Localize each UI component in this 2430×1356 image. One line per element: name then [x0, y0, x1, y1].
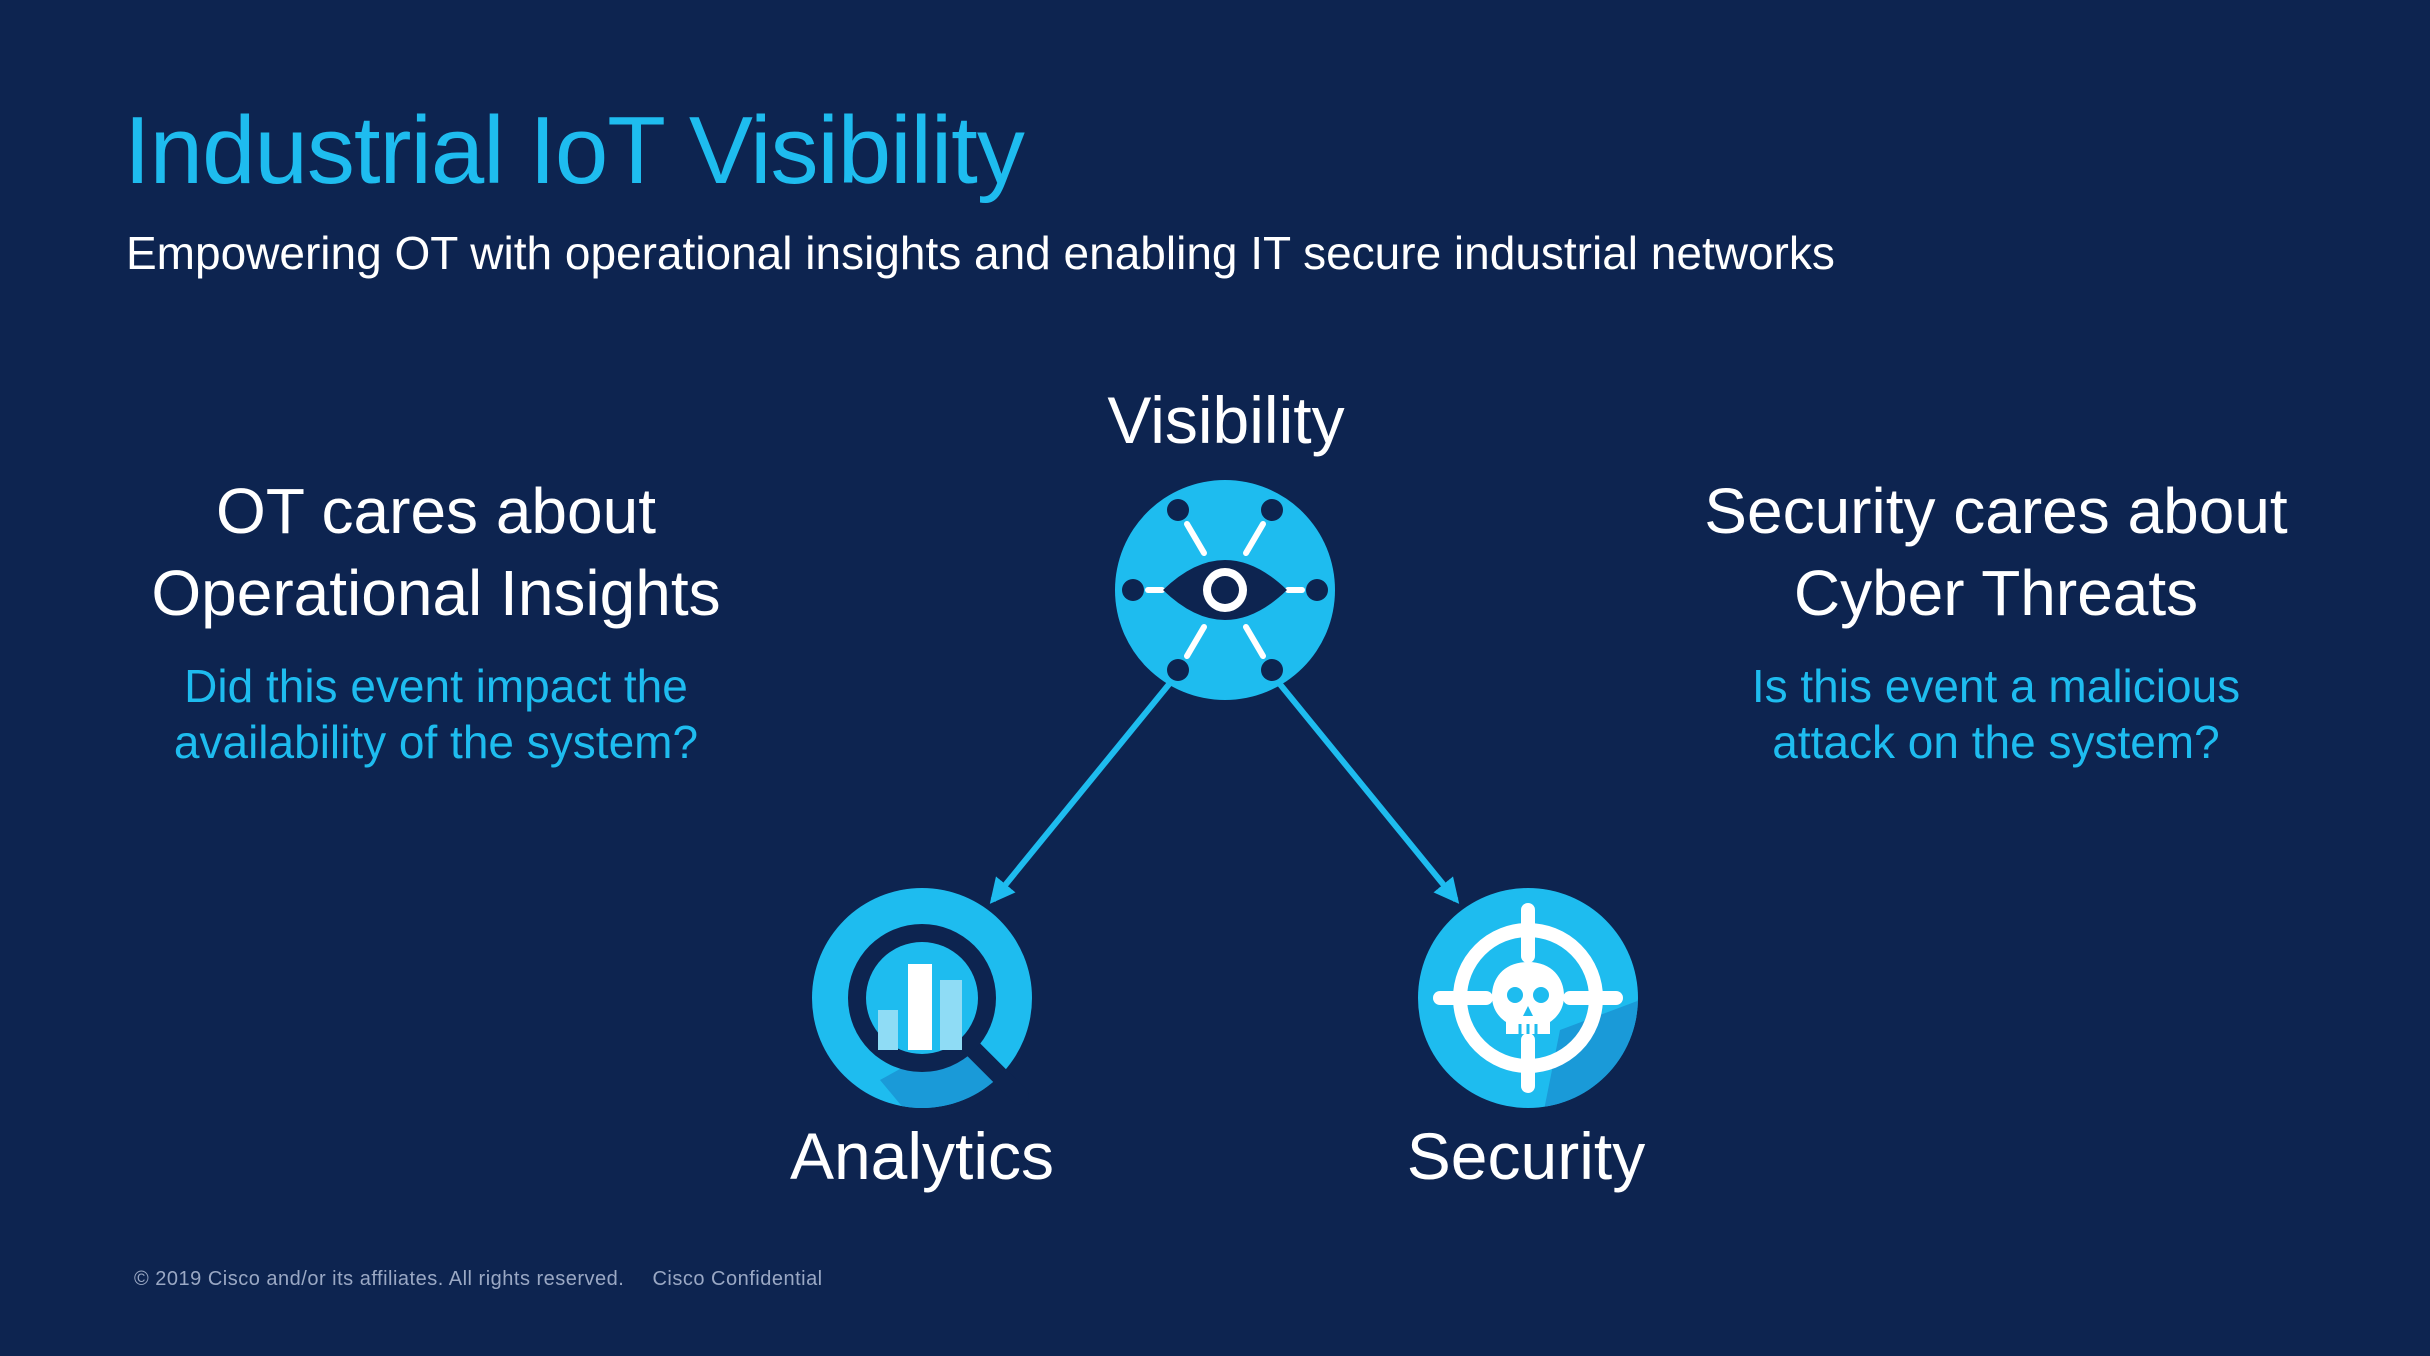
ot-heading-line2: Operational Insights: [151, 557, 721, 629]
security-question-line1: Is this event a malicious: [1751, 660, 2241, 712]
security-heading-line2: Cyber Threats: [1793, 557, 2199, 629]
ot-question-line1: Did this event impact the: [184, 660, 688, 712]
footer: © 2019 Cisco and/or its affiliates. All …: [134, 1268, 823, 1291]
security-heading: Security cares about Cyber Threats: [1616, 470, 2376, 634]
security-panel: Security cares about Cyber Threats Is th…: [1616, 470, 2376, 770]
ot-question: Did this event impact the availability o…: [56, 658, 816, 770]
ot-panel: OT cares about Operational Insights Did …: [56, 470, 816, 770]
arrow-to-security: [1276, 681, 1460, 904]
ot-heading-line1: OT cares about: [216, 475, 656, 547]
eye-network-icon: [1115, 480, 1335, 700]
security-label: Security: [1406, 1119, 1646, 1193]
security-question: Is this event a malicious attack on the …: [1616, 658, 2376, 770]
footer-copyright: © 2019 Cisco and/or its affiliates. All …: [134, 1268, 625, 1290]
arrow-to-analytics: [989, 681, 1173, 904]
ot-heading: OT cares about Operational Insights: [56, 470, 816, 634]
ot-question-line2: availability of the system?: [173, 716, 699, 768]
footer-confidential: Cisco Confidential: [652, 1268, 823, 1290]
slide-title: Industrial IoT Visibility: [124, 97, 1025, 204]
slide-subtitle: Empowering OT with operational insights …: [126, 227, 1835, 279]
magnifier-bar-chart-icon: [812, 888, 1032, 1108]
visibility-label: Visibility: [1107, 383, 1345, 457]
security-heading-line1: Security cares about: [1704, 475, 2288, 547]
crosshair-skull-icon: [1418, 888, 1638, 1108]
security-question-line2: attack on the system?: [1772, 716, 2220, 768]
analytics-label: Analytics: [789, 1119, 1055, 1193]
